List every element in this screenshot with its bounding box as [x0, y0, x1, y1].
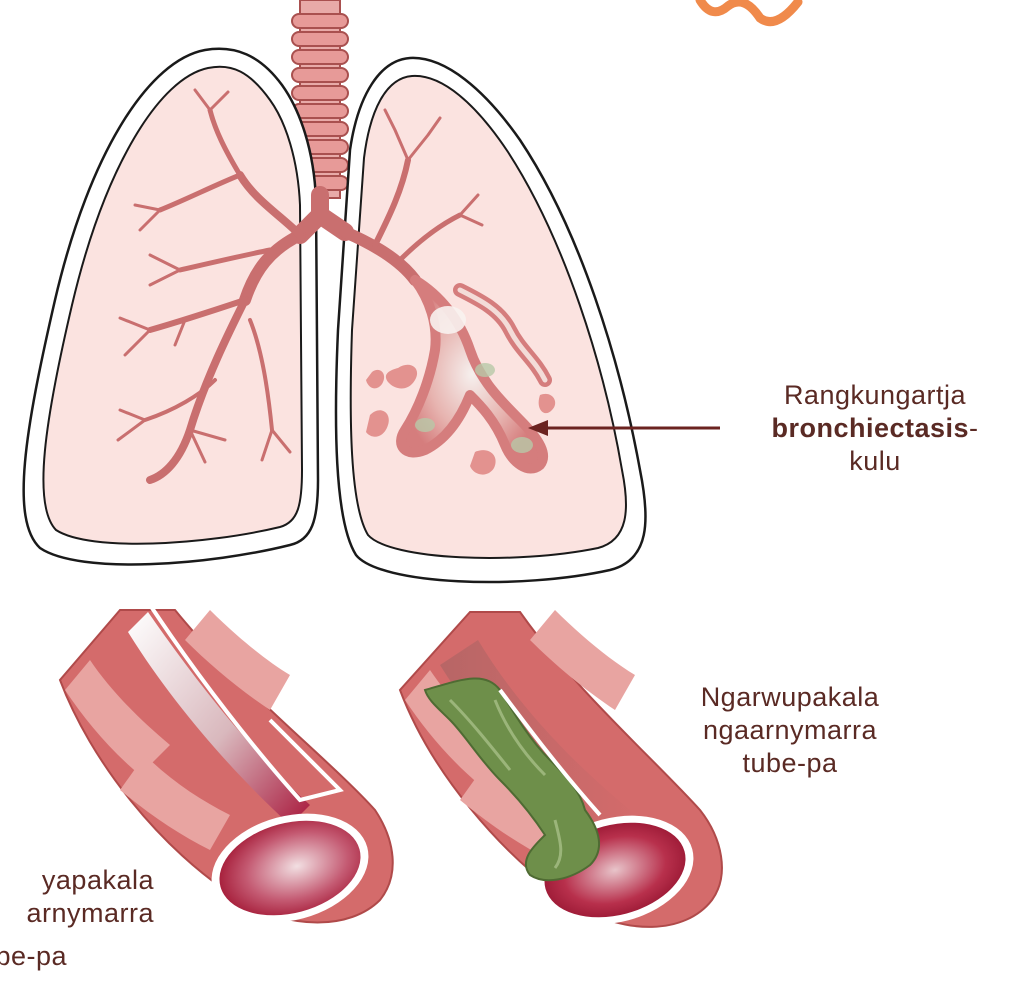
clean-tube-label-line1: yapakala — [0, 864, 154, 897]
clean-tube-label: yapakala arnymarra ube-pa — [0, 864, 154, 973]
mucus-tube-label-line2: ngaarnymarra — [655, 714, 925, 747]
bronchiectasis-hyphen: - — [969, 413, 979, 443]
orange-scribble-mark — [700, 0, 798, 22]
clean-tube-label-line2: arnymarra — [0, 897, 154, 930]
mucus-tube-label-line3: tube-pa — [655, 747, 925, 780]
right-lung — [336, 58, 646, 582]
bronchiectasis-term: bronchiectasis — [771, 413, 969, 443]
clean-tube-label-line3: ube-pa — [0, 940, 154, 973]
bronchiectasis-label-line1: Rangkungartja — [715, 379, 1033, 412]
bronchiectasis-label-line3: kulu — [715, 445, 1033, 478]
bronchiectasis-label-line2: bronchiectasis- — [715, 412, 1033, 445]
bronchiectasis-label: Rangkungartja bronchiectasis- kulu — [715, 379, 1033, 478]
mucus-tube-label-line1: Ngarwupakala — [655, 681, 925, 714]
mucus-tube-label: Ngarwupakala ngaarnymarra tube-pa — [655, 681, 925, 780]
left-lung — [24, 49, 318, 565]
